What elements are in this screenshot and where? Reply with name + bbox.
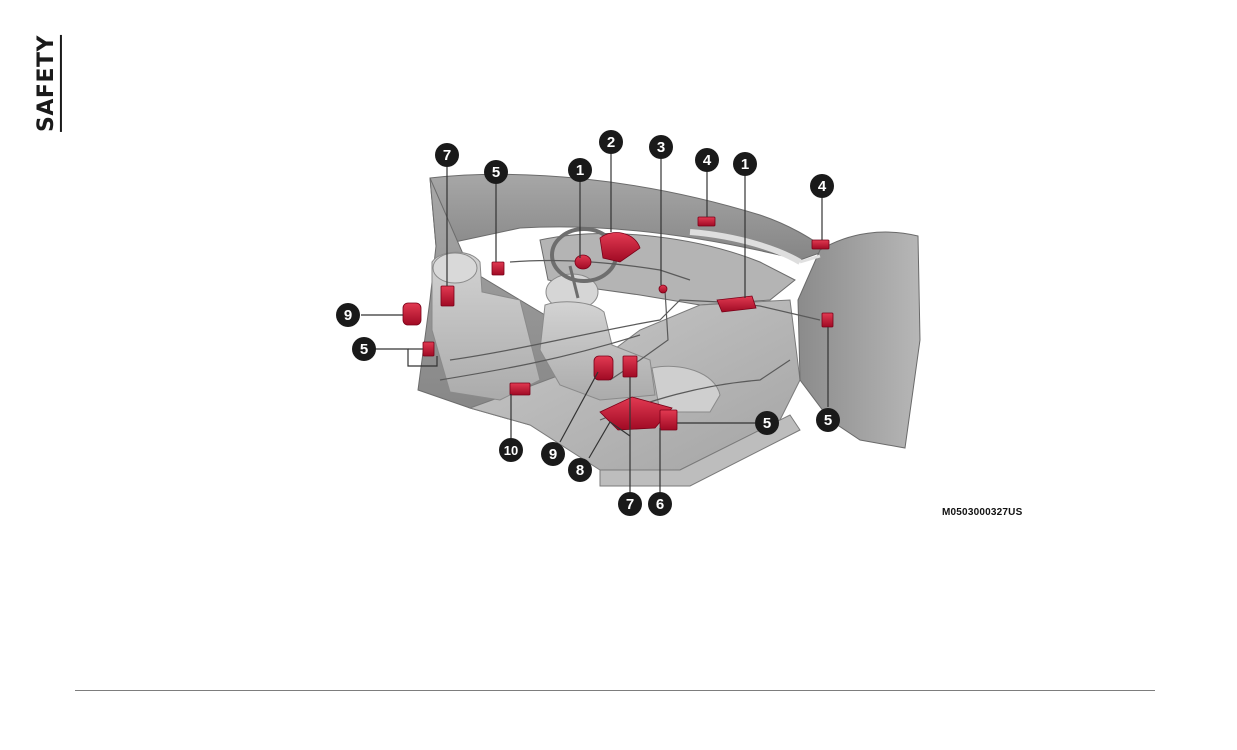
svg-text:10: 10 — [504, 443, 518, 458]
front-seat-side-airbag — [622, 355, 638, 378]
svg-text:3: 3 — [657, 139, 665, 156]
callout-5-floor: 5 — [755, 411, 779, 435]
callout-7-front: 7 — [618, 492, 642, 516]
callout-5-rear-upper: 5 — [484, 160, 508, 184]
figure-code: M0503000327US — [942, 507, 1023, 518]
svg-text:5: 5 — [763, 415, 771, 432]
rocker-sill — [599, 414, 801, 487]
front-passenger-airbag — [599, 232, 641, 263]
pretensioner-rear — [402, 302, 422, 326]
callout-9-left: 9 — [336, 303, 360, 327]
callout-6: 6 — [648, 492, 672, 516]
callouts: 7 5 1 2 3 4 1 4 — [336, 130, 840, 516]
svg-text:5: 5 — [492, 164, 500, 181]
footer-rule — [75, 690, 1155, 691]
side-sensor-door — [821, 312, 834, 328]
svg-text:9: 9 — [344, 307, 352, 324]
svg-text:8: 8 — [576, 462, 584, 479]
side-sensor-front-floor — [659, 409, 678, 431]
callout-1-passenger: 1 — [733, 152, 757, 176]
svg-text:6: 6 — [656, 496, 664, 513]
rear-seat — [431, 251, 541, 401]
callout-2: 2 — [599, 130, 623, 154]
svg-text:4: 4 — [703, 152, 712, 169]
svg-text:7: 7 — [443, 147, 451, 164]
side-sensor-b-pillar — [422, 341, 435, 357]
front-seat-pretensioner — [593, 355, 614, 381]
srs-components — [402, 216, 834, 431]
callout-5-door: 5 — [816, 408, 840, 432]
seat-position-sensor — [509, 382, 531, 396]
passenger-knee-airbag — [716, 295, 757, 313]
svg-text:9: 9 — [549, 446, 557, 463]
driver-airbag-module — [574, 254, 592, 270]
svg-text:7: 7 — [626, 496, 634, 513]
rear-seat-side-airbag — [440, 285, 455, 307]
callout-leader-lines — [361, 154, 829, 492]
callout-3: 3 — [649, 135, 673, 159]
curtain-inflator-front — [697, 216, 716, 227]
svg-text:1: 1 — [576, 162, 584, 179]
callout-5-left: 5 — [352, 337, 376, 361]
callout-7-rear-seat: 7 — [435, 143, 459, 167]
callout-9-front: 9 — [541, 442, 565, 466]
svg-text:4: 4 — [818, 178, 827, 195]
open-passenger-door — [797, 231, 921, 449]
side-sensor-rear-left — [491, 261, 505, 276]
callout-8: 8 — [568, 458, 592, 482]
svg-text:5: 5 — [360, 341, 368, 358]
svg-text:2: 2 — [607, 134, 615, 151]
svg-text:1: 1 — [741, 156, 749, 173]
callout-4-front: 4 — [695, 148, 719, 172]
wiring-harness — [439, 259, 821, 421]
sensor-3-component — [658, 284, 668, 294]
callout-1-driver: 1 — [568, 158, 592, 182]
svg-text:5: 5 — [824, 412, 832, 429]
callout-10: 10 — [499, 438, 523, 462]
curtain-inflator-rear — [811, 239, 830, 250]
callout-4-rear: 4 — [810, 174, 834, 198]
